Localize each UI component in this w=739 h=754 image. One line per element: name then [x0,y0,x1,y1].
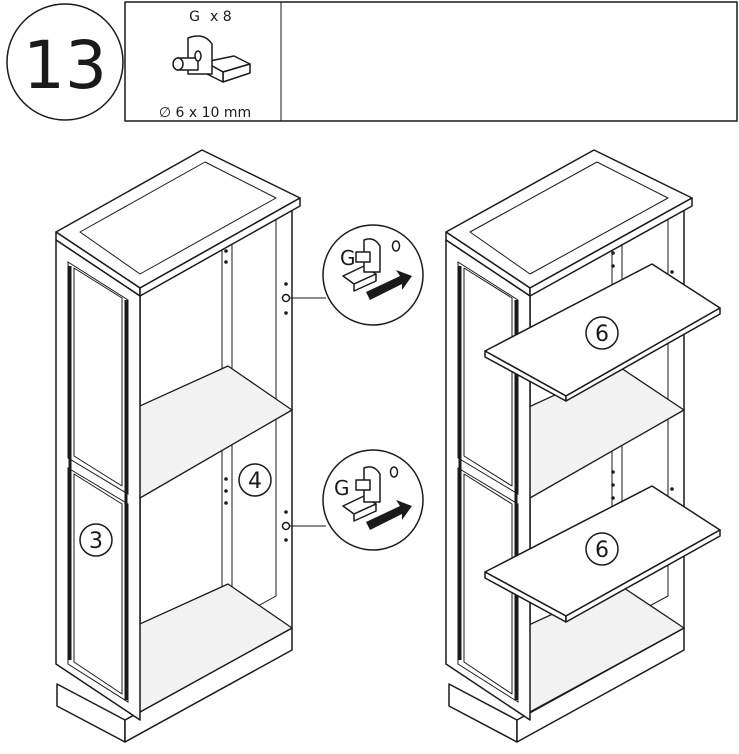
cabinet-left: 3 4 [55,149,301,743]
step-number-circle [6,3,124,121]
hardware-part-letter: G [189,9,200,25]
arrow-icon [366,500,412,530]
hardware-quantity: x 8 [210,9,232,25]
part-label-shelf-lower-circle [585,532,619,566]
part-label-shelf-upper: 6 [595,322,609,347]
part-label-shelf-existing-circle [238,463,272,497]
part-label-door: 3 [89,529,103,554]
callout-upper-letter: G [340,246,356,270]
part-label-door-circle [79,523,113,557]
cabinet-right: 6 6 [445,149,721,743]
part-label-shelf-lower: 6 [595,538,609,563]
arrow-icon [366,270,412,300]
callout-upper: G [322,224,424,326]
part-label-shelf-upper-circle [585,316,619,350]
hardware-dimension: ∅ 6 x 10 mm [159,105,251,121]
shelf-peg-icon [172,35,251,83]
part-label-shelf-existing: 4 [248,469,262,494]
callout-lower: G [322,449,424,551]
cabinet-left-door-upper-glass [67,261,129,495]
step-header: 13 G x 8 ∅ 6 x 10 mm [6,1,738,122]
cabinet-left-door-lower-glass [67,467,129,703]
callout-lower-letter: G [334,476,350,500]
step-number: 13 [23,27,107,104]
